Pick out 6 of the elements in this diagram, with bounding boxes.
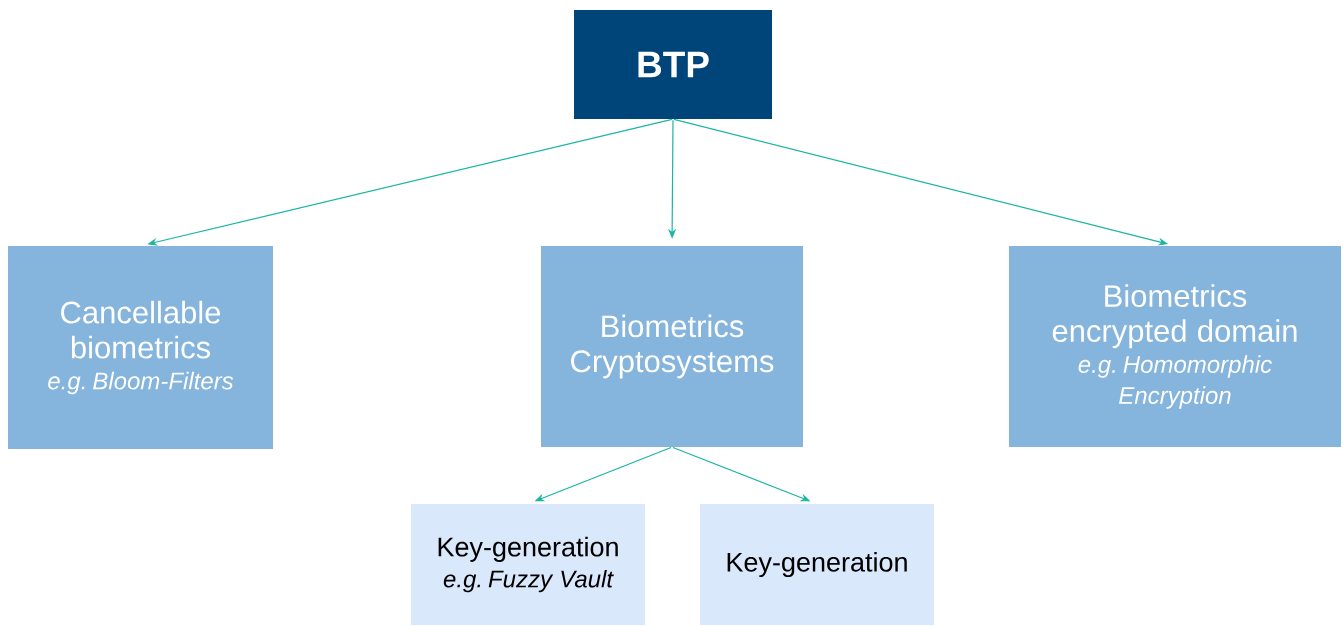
subcategory-box: Key-generation e.g. Fuzzy Vault	[411, 504, 645, 625]
category-box: Biometrics Cryptosystems	[541, 246, 803, 447]
category-box: Biometrics encrypted domain e.g. Homomorphic Encryption	[1009, 246, 1341, 447]
subcategory-box: Key-generation	[700, 504, 934, 625]
category-box: Cancellable biometrics e.g. Bloom-Filters	[8, 246, 273, 449]
root-box: BTP	[574, 10, 772, 119]
